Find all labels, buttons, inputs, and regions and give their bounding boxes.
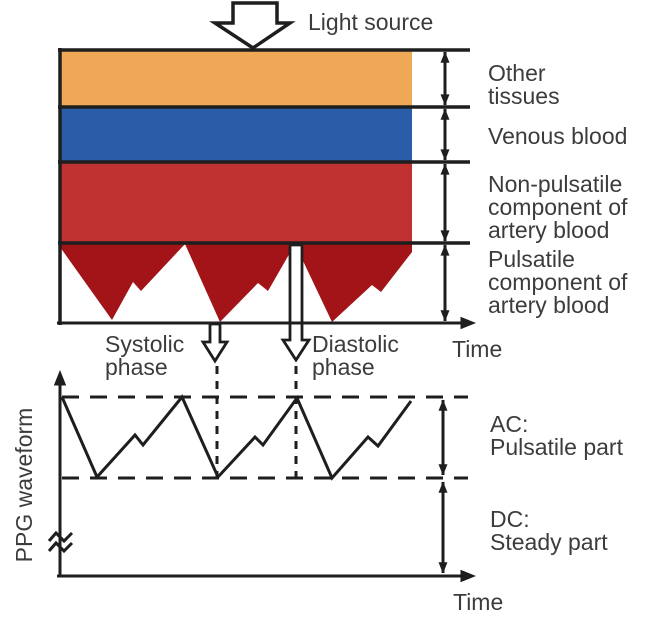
label-other-tissues-line1: Other (488, 60, 546, 86)
label-venous-blood: Venous blood (488, 123, 627, 149)
layer-other-tissues (60, 50, 412, 107)
systolic-phase-arrow-icon (200, 322, 230, 364)
pulsatile-waveform-shape (60, 243, 412, 322)
label-pulsatile-line2: component of (488, 269, 628, 295)
label-non-pulsatile-line1: Non-pulsatile (488, 171, 622, 197)
systolic-label-line2: phase (105, 354, 168, 380)
label-non-pulsatile-line2: component of (488, 194, 628, 220)
dc-label-line1: DC: (490, 506, 530, 532)
dc-label-line2: Steady part (490, 529, 608, 555)
layer-non-pulsatile-artery (60, 162, 412, 243)
label-pulsatile-line3: artery blood (488, 292, 609, 318)
label-non-pulsatile-line3: artery blood (488, 217, 609, 243)
y-axis-break-icon-2 (47, 540, 74, 554)
label-pulsatile-line1: Pulsatile (488, 246, 575, 272)
diastolic-phase-arrow-icon (280, 243, 312, 363)
systolic-label-line1: Systolic (105, 331, 184, 357)
label-other-tissues-line2: tissues (488, 83, 560, 109)
light-source-arrow-icon (209, 1, 296, 51)
ac-label-line1: AC: (490, 411, 528, 437)
ppg-waveform-trace (60, 394, 413, 481)
light-source-label: Light source (308, 9, 433, 35)
diastolic-label-line1: Diastolic (312, 331, 399, 357)
diastolic-label-line2: phase (312, 354, 375, 380)
layer-venous-blood (60, 107, 412, 162)
y-axis-break-icon (47, 530, 74, 544)
ac-label-line2: Pulsatile part (490, 434, 624, 460)
upper-time-label: Time (452, 336, 502, 362)
ppg-y-axis-label: PPG waveform (11, 408, 37, 563)
lower-time-label: Time (453, 589, 503, 615)
